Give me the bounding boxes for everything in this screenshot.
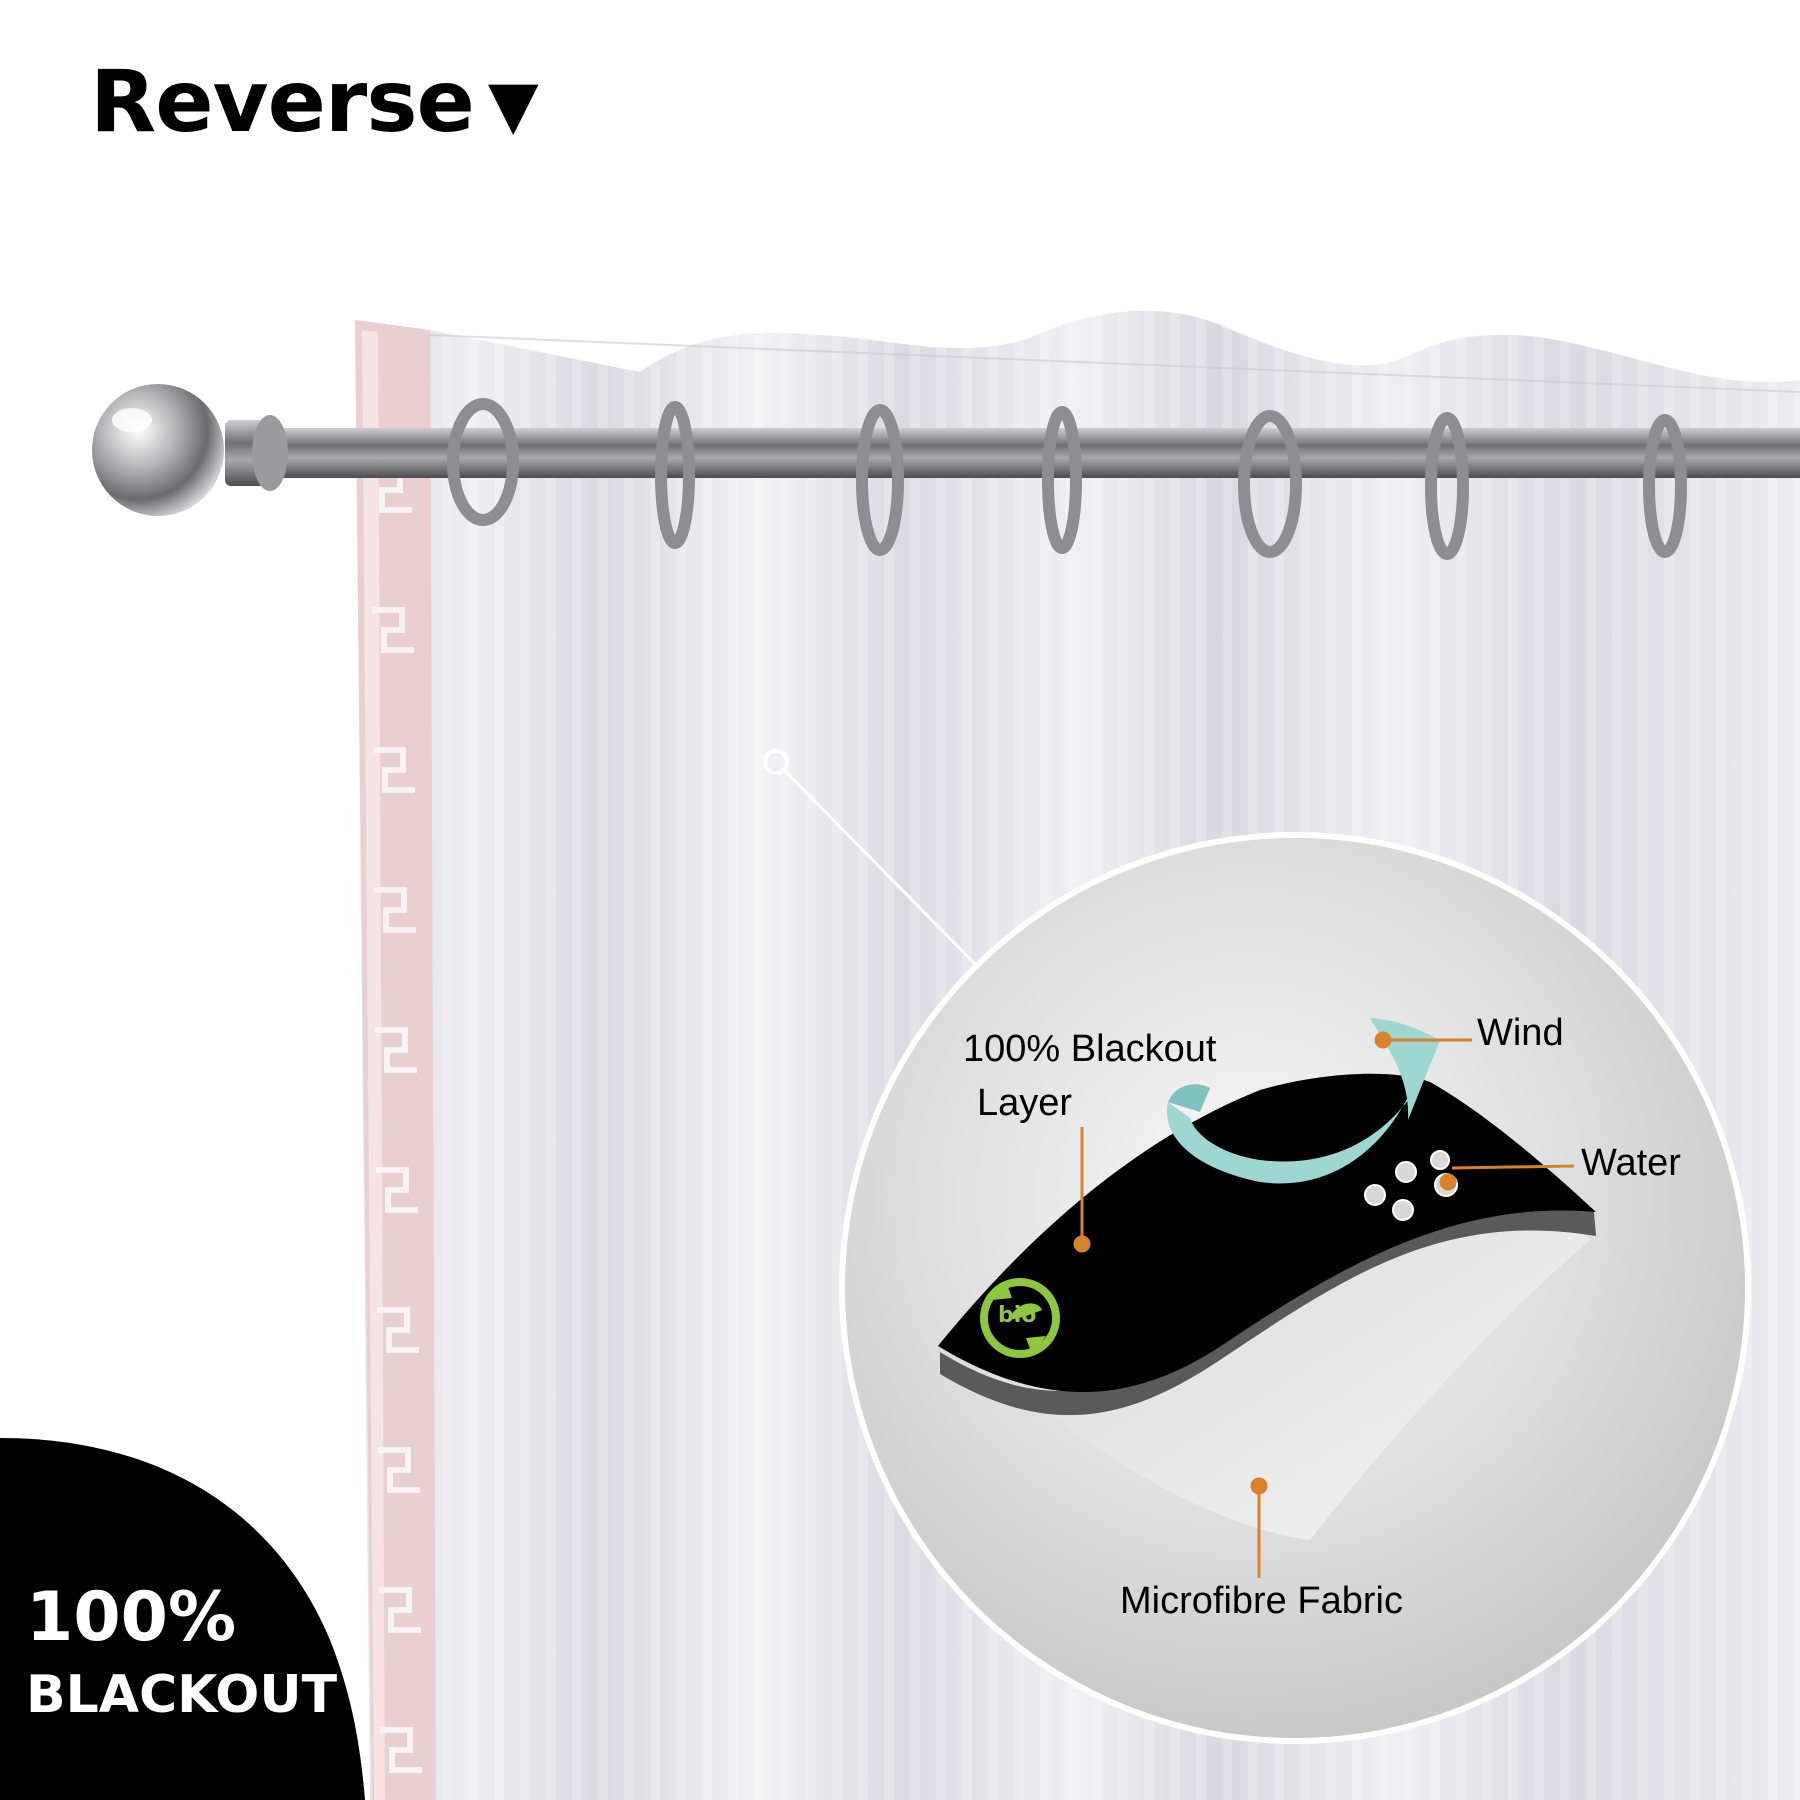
blackout-layer <box>938 1073 1596 1393</box>
zoom-circle: bio <box>839 832 1751 1744</box>
grommets <box>447 398 1687 560</box>
callout-microfibre: Microfibre Fabric <box>1120 1580 1403 1622</box>
triangle-down-icon: ▼ <box>487 66 539 143</box>
badge-text: 100% BLACKOUT <box>26 1578 337 1732</box>
bio-recycle-icon: bio <box>980 1278 1060 1358</box>
curtain-rod-finial-icon <box>92 384 224 516</box>
curtain-rod <box>225 415 1800 491</box>
svg-text:bio: bio <box>998 1303 1036 1328</box>
curtain-trim <box>355 320 436 1800</box>
callout-blackout-line2: Layer <box>977 1082 1073 1124</box>
page-heading: Reverse▼ <box>90 52 539 152</box>
heading-text: Reverse <box>90 52 475 152</box>
badge-label: BLACKOUT <box>26 1665 338 1725</box>
zoom-leader <box>763 749 980 969</box>
callout-wind: Wind <box>1477 1012 1564 1054</box>
callout-blackout-layer: 100% Blackout Layer <box>963 1022 1217 1130</box>
callout-leaders <box>1073 1031 1575 1578</box>
callout-water: Water <box>1581 1142 1681 1184</box>
badge-percent: 100% <box>26 1578 237 1657</box>
microfibre-layer <box>1022 1186 1590 1540</box>
callout-blackout-line1: 100% Blackout <box>963 1028 1217 1070</box>
blackout-badge <box>0 1438 365 1800</box>
